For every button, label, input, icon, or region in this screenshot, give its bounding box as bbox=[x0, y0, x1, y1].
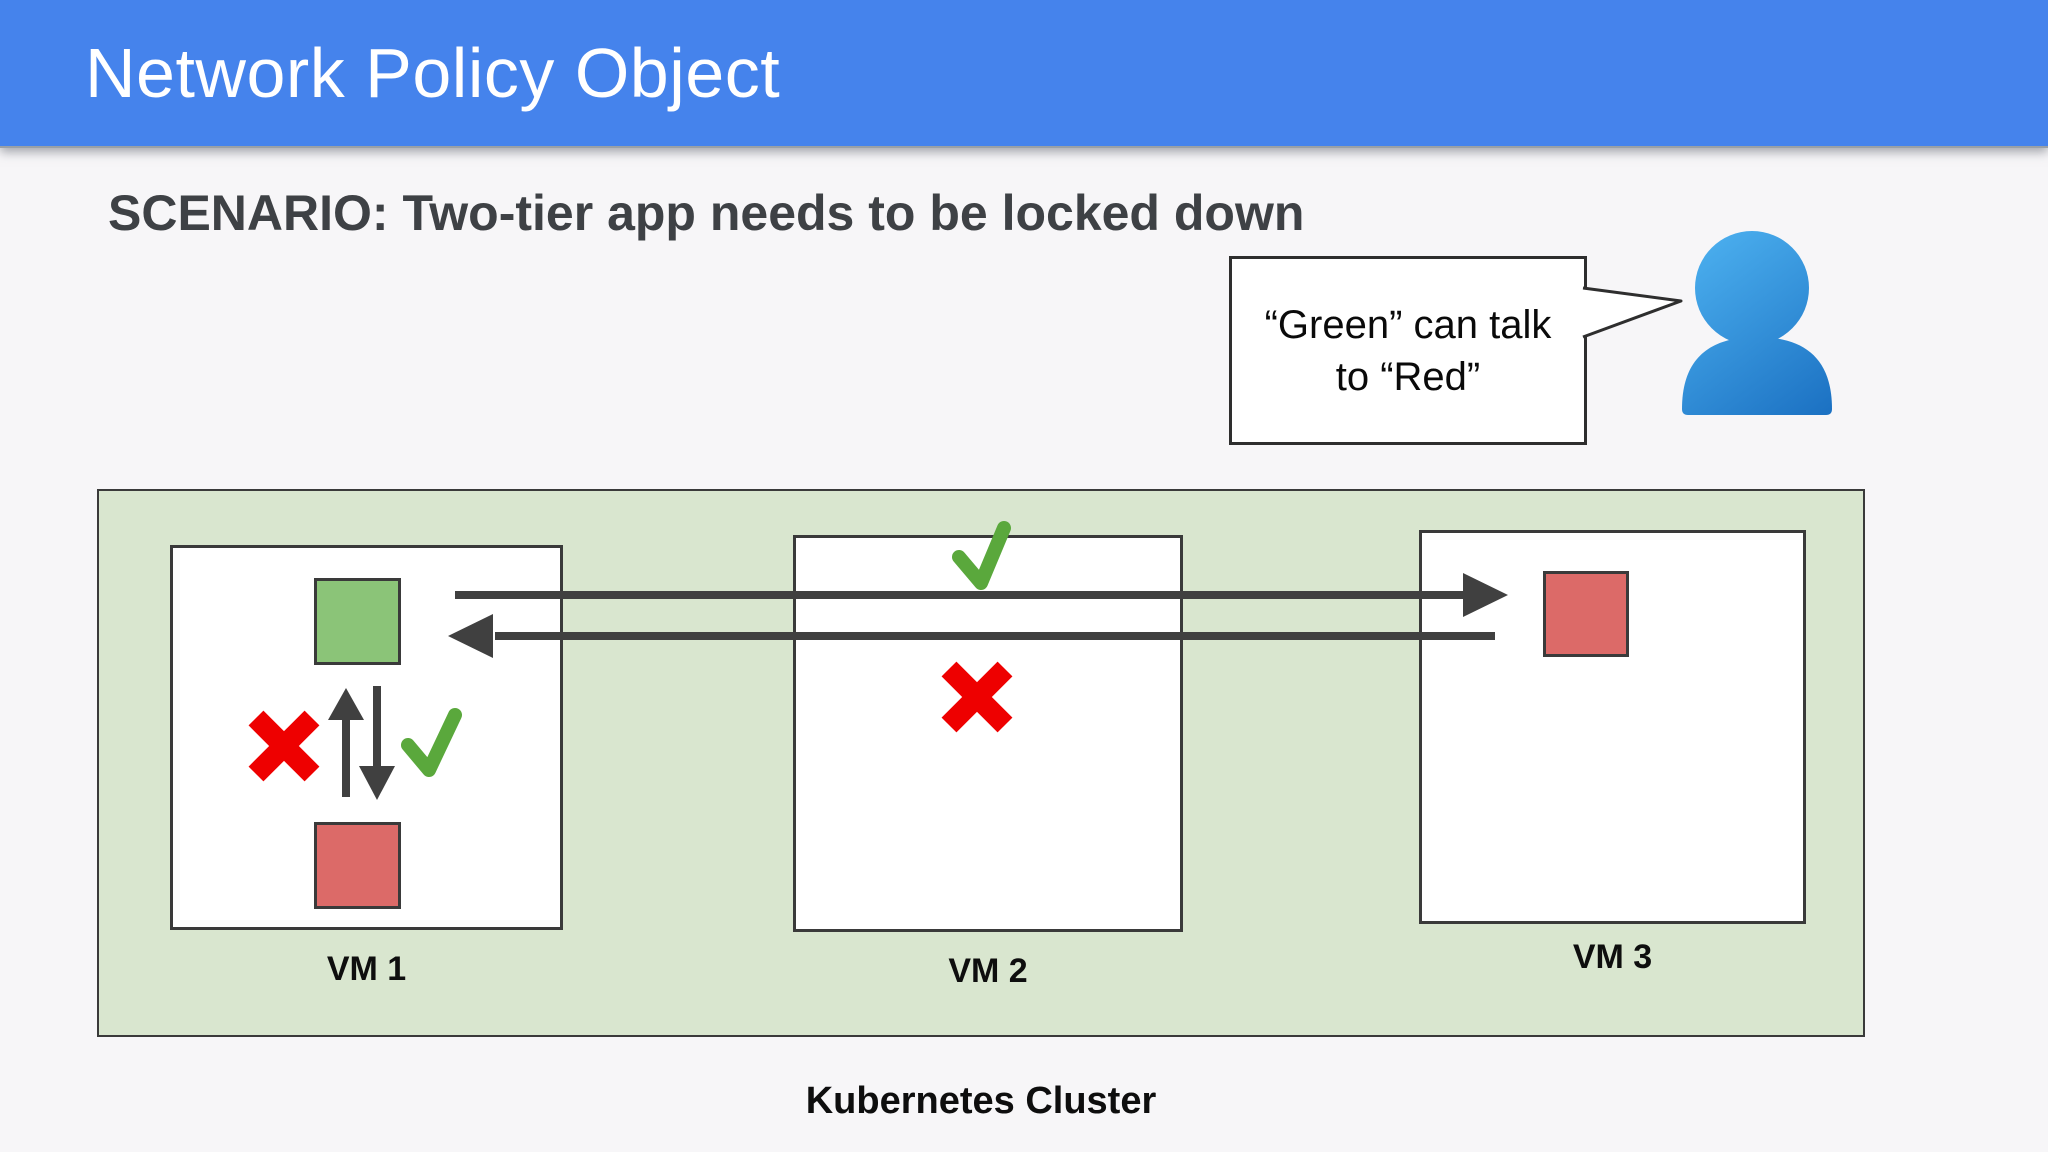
red-pod-vm3 bbox=[1543, 571, 1629, 657]
vm2-box bbox=[793, 535, 1183, 932]
speech-bubble-line-2: to “Red” bbox=[1335, 354, 1481, 399]
speech-bubble: “Green” can talk to “Red” bbox=[1229, 256, 1587, 445]
vm3-label: VM 3 bbox=[1572, 938, 1653, 976]
speech-bubble-tail bbox=[1582, 286, 1683, 339]
title-bar: Network Policy Object bbox=[0, 0, 2048, 148]
vm1-label: VM 1 bbox=[326, 950, 407, 988]
speech-bubble-line-1: “Green” can talk bbox=[1264, 302, 1552, 347]
kubernetes-cluster-label: Kubernetes Cluster bbox=[805, 1080, 1157, 1122]
red-pod-vm1 bbox=[314, 822, 401, 909]
vm2-label: VM 2 bbox=[948, 952, 1028, 990]
scenario-heading: SCENARIO: Two-tier app needs to be locke… bbox=[108, 185, 1305, 241]
green-pod bbox=[314, 578, 401, 665]
person-icon bbox=[1682, 231, 1832, 415]
page-title: Network Policy Object bbox=[85, 34, 781, 112]
